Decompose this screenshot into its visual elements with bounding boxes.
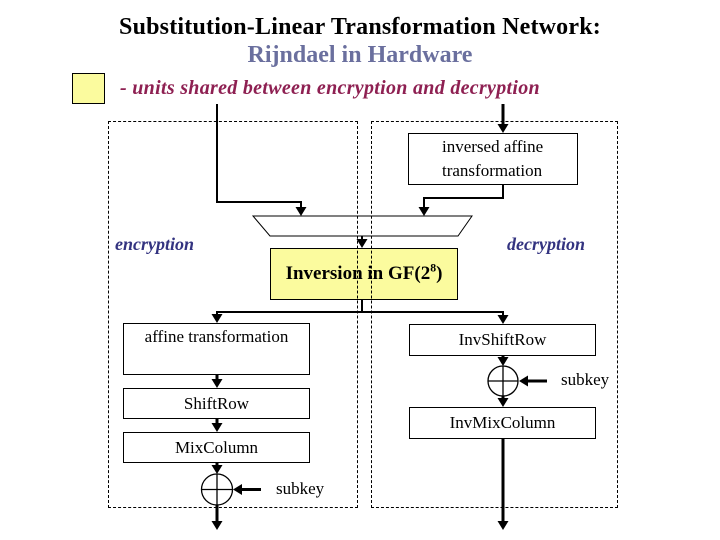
subkey-label-encryption: subkey <box>276 479 325 498</box>
encryption-path-label: encryption <box>115 234 194 254</box>
decryption-path-label: decryption <box>507 234 585 254</box>
shared-unit-swatch <box>72 73 105 104</box>
encryption-region <box>108 121 358 508</box>
decryption-region <box>371 121 618 508</box>
inversed-affine-box: inversed affine transformation <box>408 133 578 185</box>
legend-text: - units shared between encryption and de… <box>120 77 540 99</box>
inversion-suffix: ) <box>436 263 443 284</box>
page-subtitle: Rijndael in Hardware <box>247 42 473 68</box>
invshiftrow-box: InvShiftRow <box>409 324 596 356</box>
inversion-exponent: 8 <box>430 261 437 275</box>
affine-transformation-box: affine transformation <box>123 323 310 375</box>
subkey-label-decryption: subkey <box>561 370 610 389</box>
mixcolumn-box: MixColumn <box>123 432 310 463</box>
page-title: Substitution-Linear Transformation Netwo… <box>119 14 601 40</box>
shiftrow-box: ShiftRow <box>123 388 310 419</box>
